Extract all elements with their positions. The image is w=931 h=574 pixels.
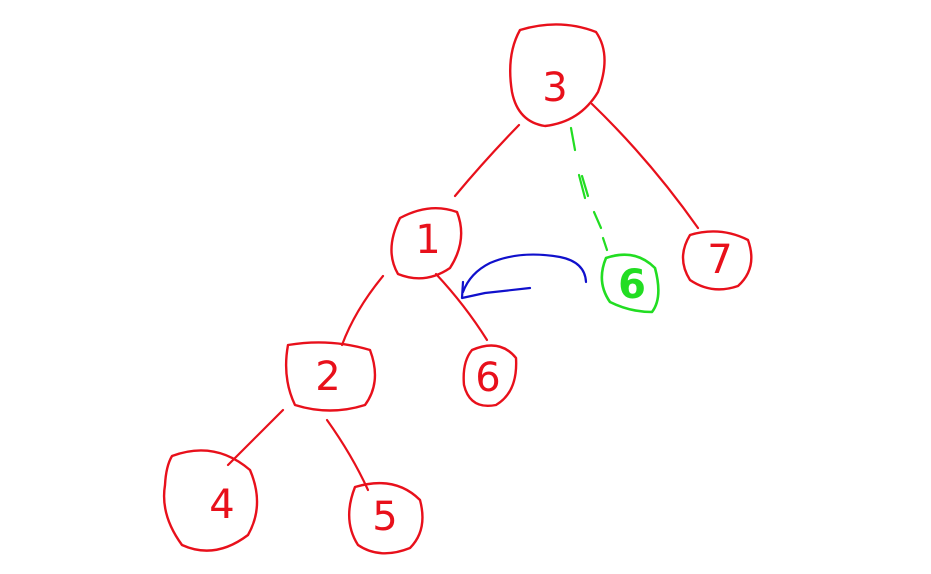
node-label: 1 [415,217,440,263]
edge-3-to-1 [453,123,521,198]
node-3: 3 [509,23,606,128]
node-label: 6 [618,262,646,308]
node-4: 4 [162,449,259,552]
arrow-curve [461,253,588,294]
node-circle [681,230,753,291]
node-circle [509,23,606,128]
dashed-segment [569,126,577,152]
node-circle [390,206,463,280]
node-6-moved: 6 [600,253,660,314]
node-label: 2 [315,354,340,400]
edge-2-to-4 [226,408,285,467]
dashed-segment [601,236,609,252]
dashed-edge-3-to-6 [569,126,609,252]
node-circle [600,253,660,314]
node-label: 4 [209,482,234,528]
dashed-segment [592,210,603,230]
move-arrow [460,253,588,300]
edges [226,102,700,492]
edge-3-to-7 [590,102,700,230]
node-1: 1 [390,206,463,280]
edge-1-to-6 [434,272,489,342]
node-6-left: 6 [462,344,518,407]
node-label: 7 [707,237,732,283]
edge-2-to-5 [325,418,370,492]
node-label: 5 [372,494,397,540]
node-label: 3 [542,65,567,111]
node-circle [284,341,377,412]
node-2: 2 [284,341,377,412]
dashed-segment [580,174,590,198]
edge-1-to-2 [340,274,385,347]
node-label: 6 [475,355,500,401]
dashed-segment [577,173,587,200]
node-7: 7 [681,230,753,291]
node-circle [462,344,518,407]
node-5: 5 [348,481,424,555]
arrow-head [460,280,532,300]
node-circle [348,481,424,555]
node-circle [162,449,259,552]
